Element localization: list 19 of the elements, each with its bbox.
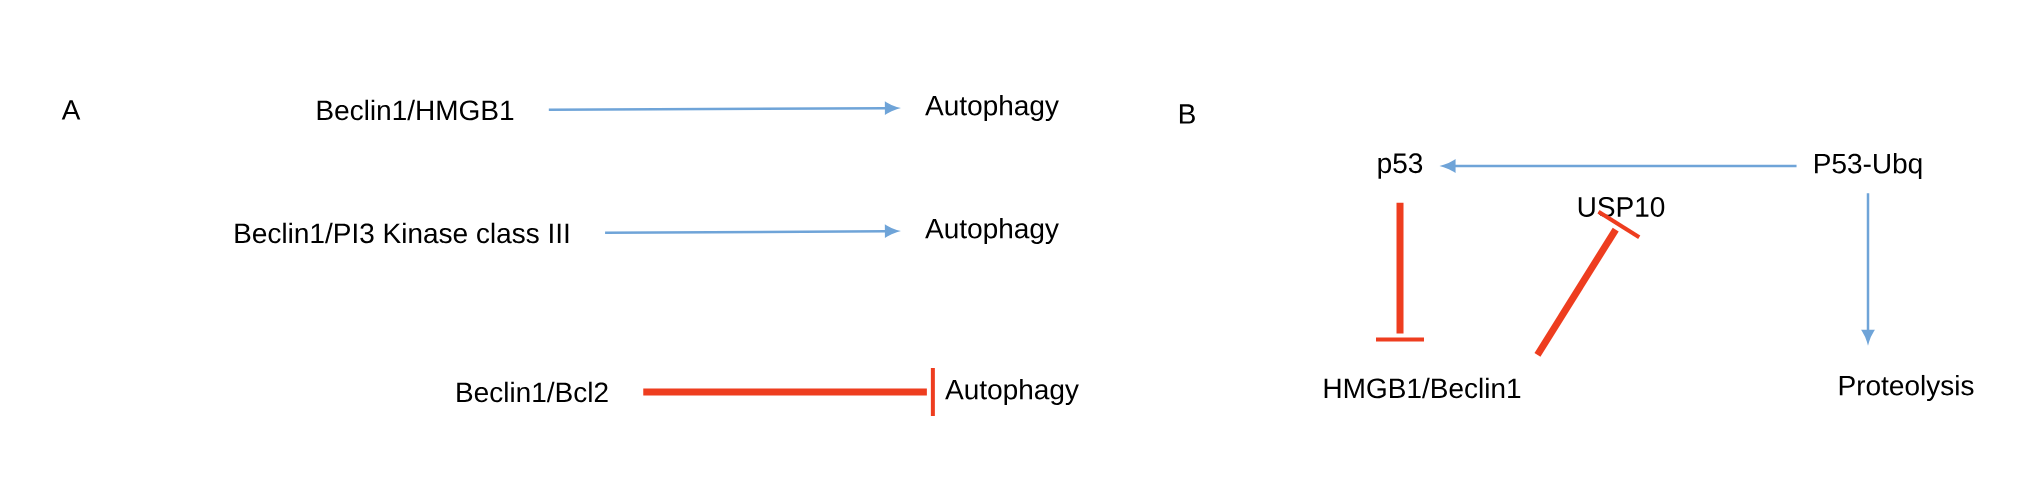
node-label: HMGB1/Beclin1 (1324, 377, 1521, 399)
node-label: Beclin1/Bcl2 (457, 381, 608, 403)
arrow (1442, 160, 1797, 172)
node-label: Autophagy (925, 217, 1059, 245)
node-label: Autophagy (945, 378, 1079, 406)
node-label: Proteolysis (1839, 374, 1974, 402)
arrow (548, 102, 898, 115)
arrow (1862, 193, 1874, 343)
inhibition-arrow (1534, 210, 1641, 357)
arrow (605, 225, 898, 238)
node-label: USP10 (1578, 197, 1665, 217)
node-label: Autophagy (925, 94, 1059, 122)
node-label: p53 (1378, 153, 1423, 179)
panel-letter: B (1179, 104, 1195, 124)
node-label: Beclin1/PI3 Kinase class III (235, 222, 569, 244)
panel-letter: A (61, 100, 81, 120)
node-label: P53-Ubq (1815, 152, 1922, 180)
node-label: Beclin1/HMGB1 (317, 99, 514, 121)
inhibition-arrow (1376, 202, 1424, 342)
